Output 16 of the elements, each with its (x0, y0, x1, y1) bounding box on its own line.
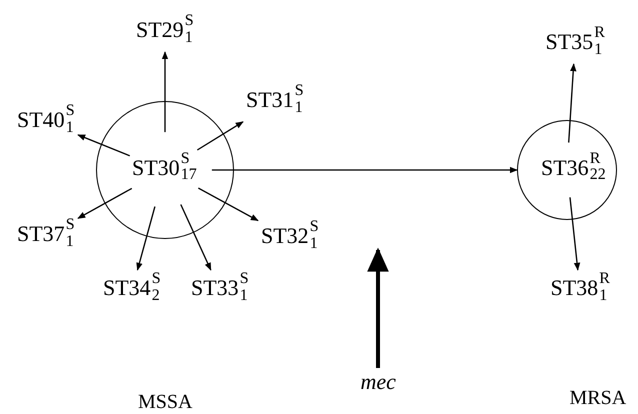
arrow (77, 134, 130, 156)
node-label: mec (360, 371, 396, 393)
arrow (568, 63, 576, 143)
circle-node (96, 101, 234, 239)
arrow (162, 51, 168, 132)
arrow (212, 166, 518, 174)
arrow (198, 188, 259, 222)
arrow (136, 206, 156, 271)
arrow (77, 188, 132, 219)
arrow (180, 204, 212, 271)
group-label: MRSA (570, 386, 626, 410)
arrow (367, 248, 389, 368)
arrow (569, 197, 580, 271)
arrow (196, 121, 244, 151)
group-label: MSSA (138, 390, 192, 414)
circle-node (517, 120, 617, 220)
